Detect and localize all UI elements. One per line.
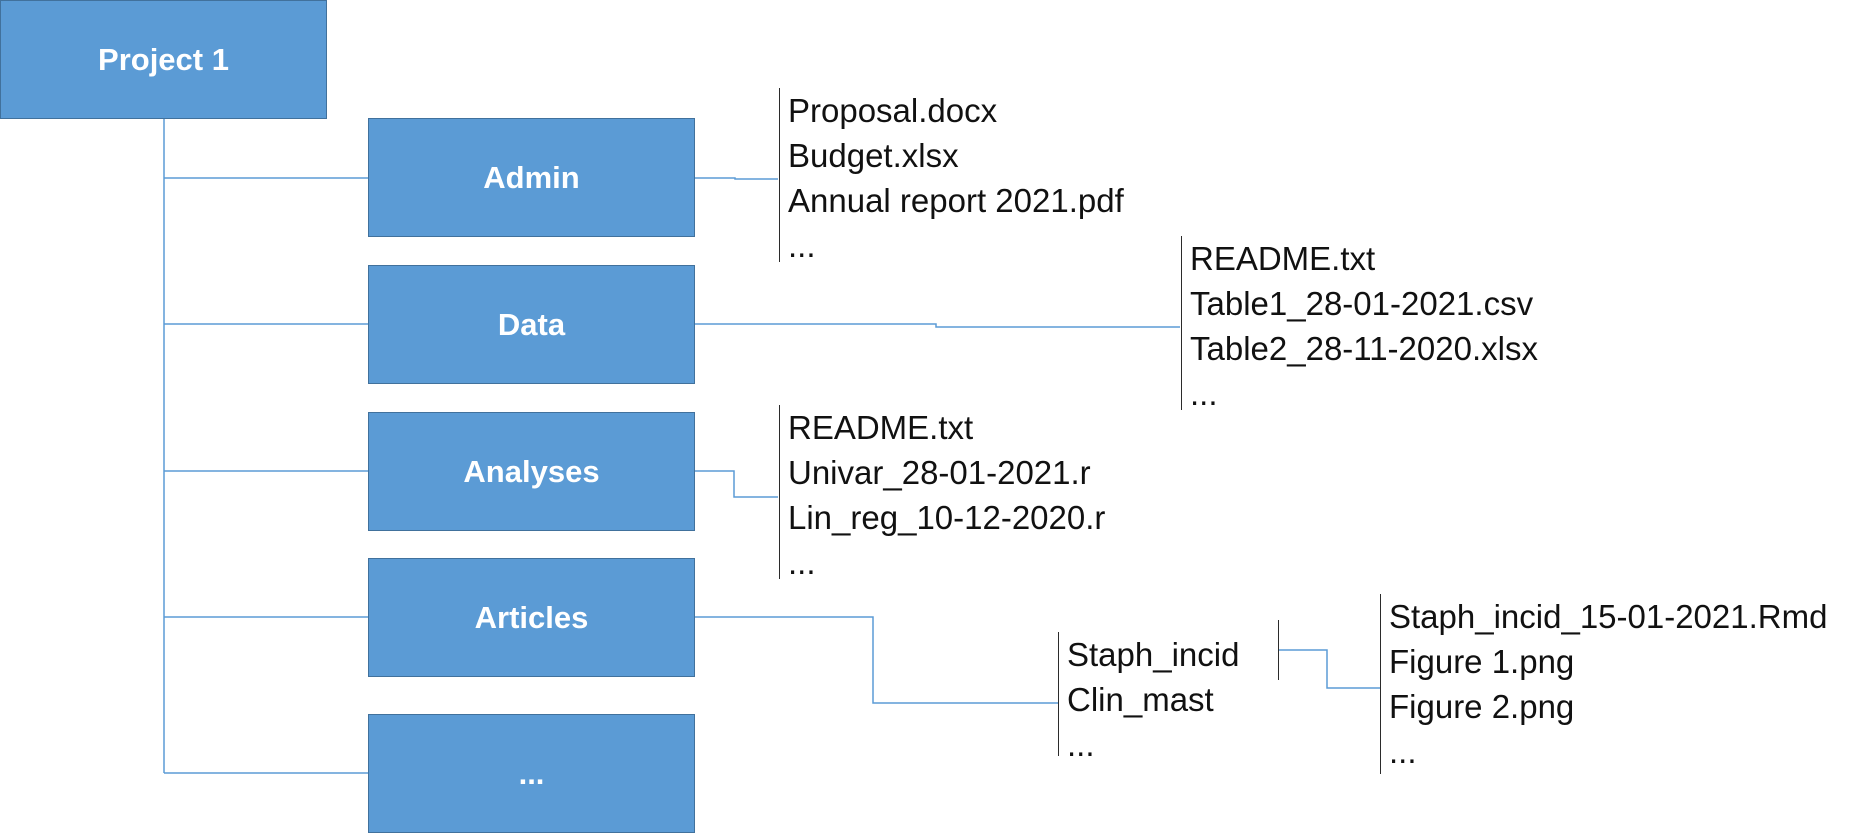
folder-box-analyses: Analyses [368, 412, 695, 531]
data-files-connector [694, 323, 1180, 328]
file-item: Proposal.docx [788, 92, 998, 129]
file-item: ... [788, 227, 816, 264]
folder-box-admin: Admin [368, 118, 695, 237]
file-list-articles: Staph_incid Clin_mast ... [1058, 632, 1240, 763]
file-list-data: README.txt Table1_28-01-2021.csv Table2_… [1181, 236, 1538, 412]
folder-label: ... [518, 755, 545, 791]
file-list-analyses: README.txt Univar_28-01-2021.r Lin_reg_1… [779, 405, 1106, 581]
file-item: ... [1389, 733, 1417, 770]
file-item: ... [1190, 375, 1218, 412]
file-item: Figure 1.png [1389, 643, 1575, 680]
file-item: README.txt [1190, 240, 1376, 277]
folder-label: Admin [483, 159, 580, 195]
file-item: Staph_incid [1067, 636, 1240, 673]
admin-files-connector [694, 177, 778, 180]
project-root-box: Project 1 [0, 0, 327, 119]
file-item: ... [788, 544, 816, 581]
file-item: Univar_28-01-2021.r [788, 454, 1091, 491]
file-item: Figure 2.png [1389, 688, 1575, 725]
file-item: Clin_mast [1067, 681, 1214, 718]
file-item: README.txt [788, 409, 974, 446]
file-item: Table2_28-11-2020.xlsx [1190, 330, 1538, 367]
folder-label: Data [497, 306, 566, 342]
staph-incid-bracket [1278, 620, 1279, 680]
file-item: Staph_incid_15-01-2021.Rmd [1389, 598, 1828, 635]
folder-box-data: Data [368, 265, 695, 384]
analyses-files-connector [694, 470, 778, 498]
file-item: ... [1067, 726, 1095, 763]
file-item: Annual report 2021.pdf [788, 182, 1124, 219]
file-list-admin: Proposal.docx Budget.xlsx Annual report … [779, 88, 1124, 264]
folder-label: Articles [474, 599, 589, 635]
folder-box-articles: Articles [368, 558, 695, 677]
file-item: Lin_reg_10-12-2020.r [788, 499, 1106, 536]
file-item: Budget.xlsx [788, 137, 959, 174]
staph-files-connector [1278, 649, 1380, 689]
folder-label: Analyses [463, 453, 600, 489]
project-root-label: Project 1 [98, 41, 229, 77]
folder-box-more: ... [368, 714, 695, 833]
file-list-staph-incid: Staph_incid_15-01-2021.Rmd Figure 1.png … [1380, 594, 1827, 774]
articles-files-connector [694, 616, 1058, 704]
file-item: Table1_28-01-2021.csv [1190, 285, 1534, 322]
